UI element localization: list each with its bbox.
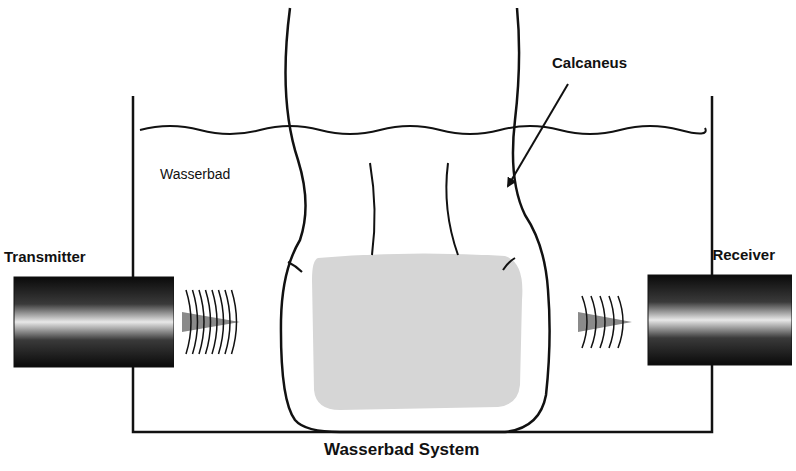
tank-wall <box>133 96 712 432</box>
wave-stroke <box>618 296 623 348</box>
transducer: Receiver <box>646 246 792 366</box>
transducer-body <box>648 275 792 365</box>
transducer-label: Transmitter <box>4 248 176 266</box>
transducer-label: Receiver <box>646 246 792 264</box>
wave-stroke <box>193 290 198 354</box>
transducer-body <box>14 277 174 367</box>
transducer-cylinder <box>4 276 174 368</box>
foot-outline <box>281 8 550 432</box>
transducer: Transmitter <box>4 248 176 368</box>
calcaneus-bone <box>312 253 522 410</box>
transducer-cylinder <box>646 274 792 366</box>
part-label: Calcaneus <box>552 54 627 71</box>
tendon-line <box>370 163 375 255</box>
wave-stroke <box>225 290 230 354</box>
ultrasound-waves <box>582 296 623 348</box>
ankle-fold <box>288 262 302 272</box>
tendon-line <box>446 163 458 255</box>
wave-stroke <box>232 290 237 354</box>
wave-stroke <box>212 290 217 354</box>
wave-stroke <box>206 290 211 354</box>
caption: Wasserbad System <box>324 440 479 460</box>
wave-stroke <box>186 290 191 354</box>
wave-stroke <box>582 296 587 348</box>
water-surface <box>140 126 706 134</box>
wave-stroke <box>600 296 605 348</box>
wave-stroke <box>199 290 204 354</box>
medium-label: Wasserbad <box>160 166 230 182</box>
wave-stroke <box>591 296 596 348</box>
leader-line <box>508 84 568 186</box>
ultrasound-waves <box>186 290 237 354</box>
wave-stroke <box>219 290 224 354</box>
ankle-fold <box>503 258 515 270</box>
wave-stroke <box>609 296 614 348</box>
